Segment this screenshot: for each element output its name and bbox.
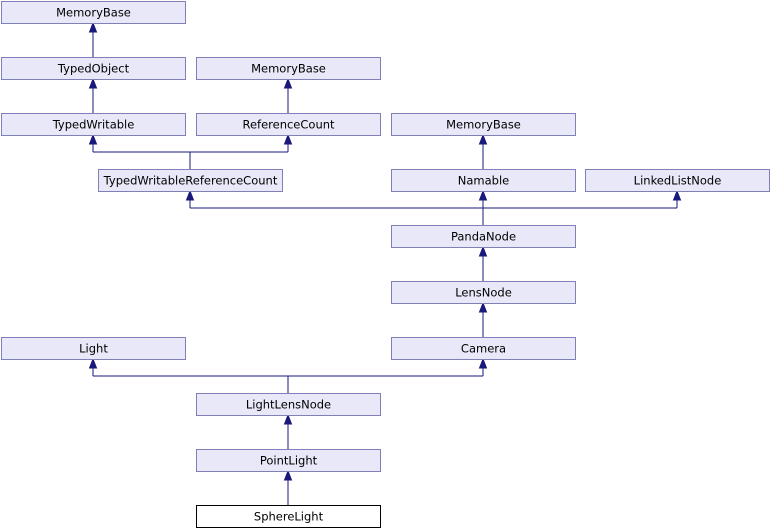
arrow-lightlensnode-to-light-icon: [88, 357, 98, 369]
class-node-label: LightLensNode: [246, 398, 331, 412]
arrow-spherelight-to-pointlight-icon: [283, 469, 293, 481]
class-node-label: SphereLight: [254, 510, 324, 524]
class-node-label: TypedObject: [57, 62, 130, 76]
class-node-label: TypedWritable: [52, 118, 135, 132]
arrow-camera-to-lensnode-icon: [478, 301, 488, 313]
class-node-box: [196, 449, 381, 472]
arrow-namable-to-mb3-icon: [478, 133, 488, 145]
class-node-twrc[interactable]: TypedWritableReferenceCount: [98, 169, 283, 192]
class-node-label: PandaNode: [451, 230, 516, 244]
class-node-label: Light: [79, 342, 108, 356]
arrow-twrc-to-referencecount-icon: [283, 133, 293, 145]
class-node-label: MemoryBase: [56, 6, 131, 20]
class-node-box: [196, 113, 381, 136]
class-node-label: LinkedListNode: [634, 174, 722, 188]
class-node-label: TypedWritableReferenceCount: [103, 174, 278, 188]
class-node-box: [196, 393, 381, 416]
class-node-box: [391, 337, 576, 360]
class-node-camera[interactable]: Camera: [391, 337, 576, 360]
class-node-label: Namable: [458, 174, 509, 188]
class-node-label: MemoryBase: [446, 118, 521, 132]
class-node-label: Camera: [461, 342, 506, 356]
arrow-twrc-to-typedwritable-icon: [88, 133, 98, 145]
class-node-label: MemoryBase: [251, 62, 326, 76]
class-node-linkedlistnode[interactable]: LinkedListNode: [585, 169, 770, 192]
class-node-mb2[interactable]: MemoryBase: [196, 57, 381, 80]
class-node-box: [391, 169, 576, 192]
class-node-lightlensnode[interactable]: LightLensNode: [196, 393, 381, 416]
arrow-lensnode-to-pandanode-icon: [478, 245, 488, 257]
class-node-box: [1, 57, 186, 80]
class-node-label: PointLight: [260, 454, 318, 468]
arrow-pandanode-to-namable-icon: [478, 189, 488, 201]
arrow-lightlensnode-to-camera-icon: [478, 357, 488, 369]
class-node-pointlight[interactable]: PointLight: [196, 449, 381, 472]
class-node-box: [1, 337, 186, 360]
class-node-pandanode[interactable]: PandaNode: [391, 225, 576, 248]
arrow-typedobject-to-mb1-icon: [88, 21, 98, 33]
arrow-pandanode-to-twrc-icon: [185, 189, 195, 201]
arrow-typedwritable-to-typedobject-icon: [88, 77, 98, 89]
class-node-box: [391, 113, 576, 136]
class-node-spherelight: SphereLight: [196, 505, 381, 528]
class-node-box: [1, 113, 186, 136]
class-node-typedobject[interactable]: TypedObject: [1, 57, 186, 80]
class-node-box: [196, 57, 381, 80]
class-node-typedwritable[interactable]: TypedWritable: [1, 113, 186, 136]
class-node-light[interactable]: Light: [1, 337, 186, 360]
class-node-referencecount[interactable]: ReferenceCount: [196, 113, 381, 136]
class-node-label: LensNode: [455, 286, 512, 300]
class-node-box: [1, 1, 186, 24]
class-node-mb1[interactable]: MemoryBase: [1, 1, 186, 24]
arrow-pointlight-to-lightlensnode-icon: [283, 413, 293, 425]
class-node-box: [391, 281, 576, 304]
inheritance-edges: [88, 21, 682, 505]
arrow-pandanode-to-linkedlistnode-icon: [672, 189, 682, 201]
class-node-lensnode[interactable]: LensNode: [391, 281, 576, 304]
arrow-referencecount-to-mb2-icon: [283, 77, 293, 89]
class-node-mb3[interactable]: MemoryBase: [391, 113, 576, 136]
class-node-box: [391, 225, 576, 248]
class-node-label: ReferenceCount: [242, 118, 335, 132]
class-node-namable[interactable]: Namable: [391, 169, 576, 192]
class-node-box: [98, 169, 283, 192]
